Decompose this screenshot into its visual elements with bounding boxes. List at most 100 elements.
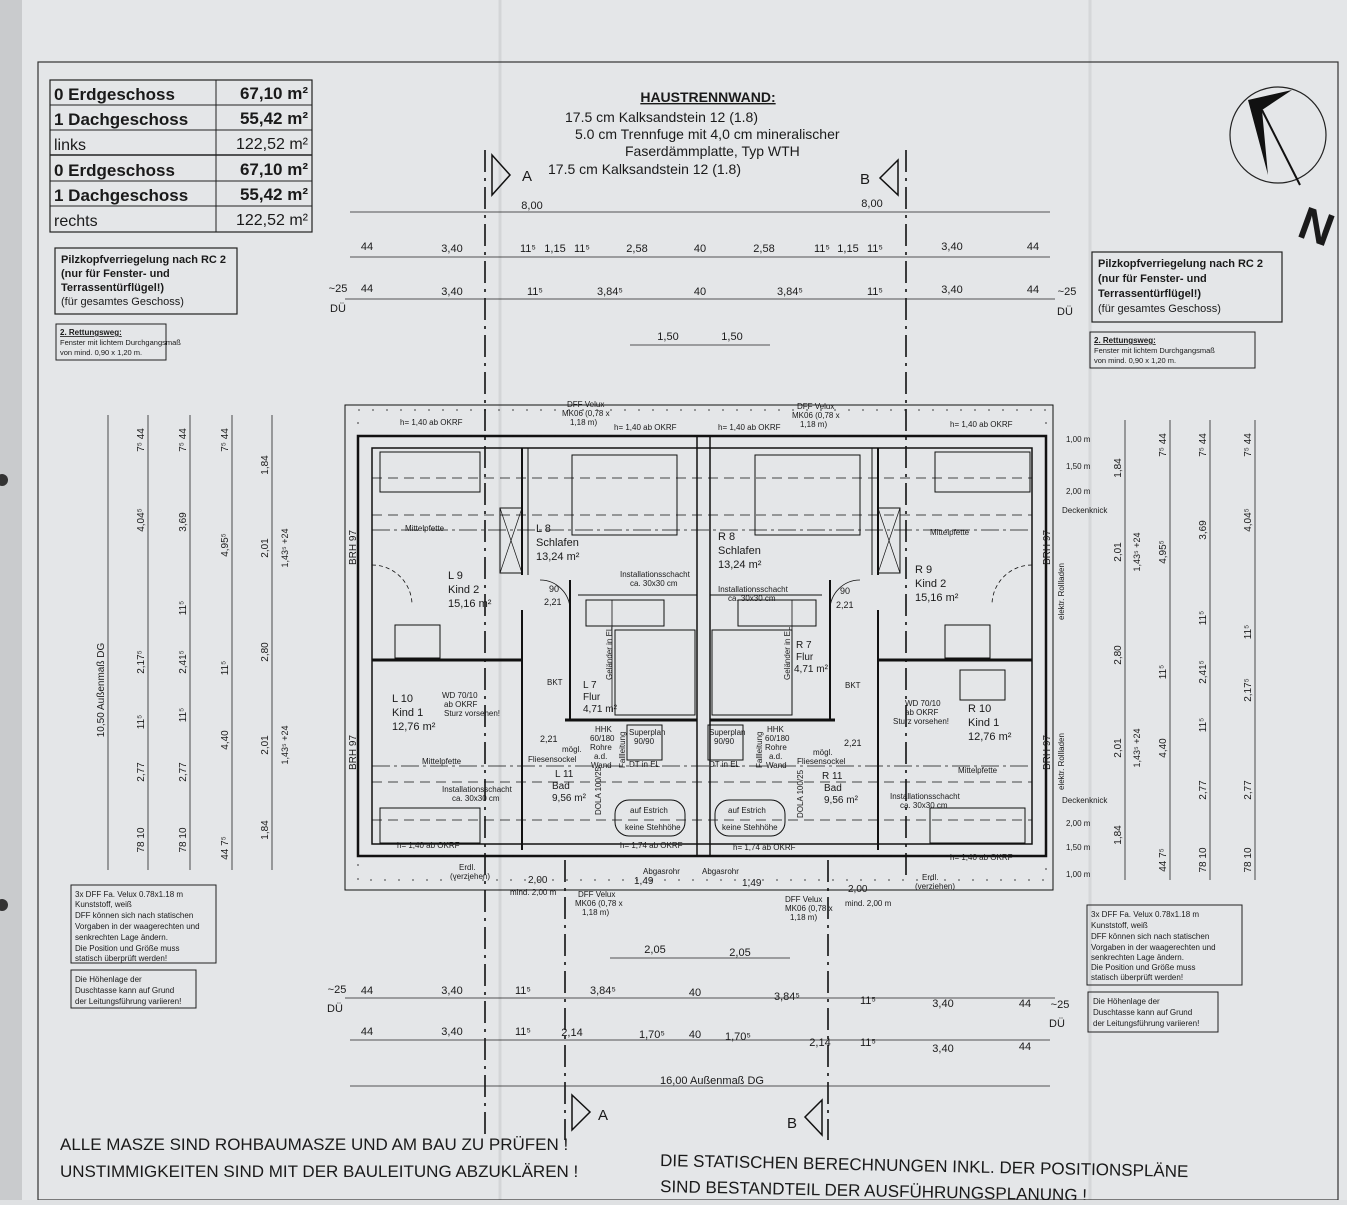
room-area: 9,56 m² [552,793,587,804]
dimension-label: 11⁵ [867,286,883,298]
dimensions-left: 10,50 Außenmaß DG 7⁵ 44 4,04⁵ 2,17⁵ 11⁵ … [96,415,290,870]
dimension-label: 4,95⁵ [220,533,231,557]
dimension-label: 3,69 [178,512,189,532]
note-line: (nur für Fenster- und [1098,273,1207,285]
dimension-label: 2,17⁵ [136,650,147,674]
height-label: 1,00 m [1066,870,1091,879]
dimension-label: 3,69 [1198,520,1209,540]
dimension-label: 2,17⁵ [1243,678,1254,702]
abgasrohr-label: Abgasrohr [702,867,739,876]
dimension-label: ~25 [1058,286,1077,298]
dimension-label: 44 [361,1026,373,1038]
dimension-label: 3,40 [932,1043,953,1055]
erdl-label: Erdl. [459,863,475,872]
note-line: 2. Rettungsweg: [60,328,122,337]
hhk-label: 60/180 [765,734,790,743]
dimension-label: 2,80 [260,642,271,662]
dimension-label: 8,00 [861,198,882,210]
footer-line: UNSTIMMIGKEITEN SIND MIT DER BAULEITUNG … [60,1162,578,1181]
dimension-label: 44 [361,985,373,997]
dimension-label: 3,84⁵ [597,286,623,298]
note-line: 3x DFF Fa. Velux 0.78x1.18 m [1091,910,1199,919]
dimension-label: 1,15 [544,243,565,255]
room-id: L 10 [392,693,413,705]
hhk-label: HHK [595,725,613,734]
rollladen-label: elektr. Rollladen [1057,563,1066,620]
dimension-label: 2,41⁵ [1198,660,1209,684]
room-id: R 9 [915,564,932,576]
area-value: 55,42 m² [240,109,308,128]
dimension-label: 78 10 [178,827,189,852]
room-id: L 11 [555,769,574,780]
dimension-label: 3,40 [441,243,462,255]
fliesen-label: Fliesensockel [797,757,846,766]
note-line: senkrechten Lage ändern. [75,933,168,942]
room-area: 12,76 m² [392,721,436,733]
estrich-label: auf Estrich [728,806,766,815]
dimension-label: 11⁵ [814,243,830,255]
room-area: 12,76 m² [968,731,1012,743]
dimension-label: 3,40 [441,985,462,997]
dimension-label: 3,40 [941,241,962,253]
room-area: 13,24 m² [536,551,580,563]
okrf-label: h= 1,74 ab OKRF [620,841,683,850]
fliesen-label: mögl. [813,748,833,757]
fliesen-label: mögl. [562,745,582,754]
wd-label: WD 70/10 [442,691,478,700]
gelaender-label: Geländer in EL [783,626,792,680]
dimension-label: 40 [694,286,706,298]
okrf-label: h= 1,40 ab OKRF [397,841,460,850]
note-line: Pilzkopfverriegelung nach RC 2 [61,254,226,266]
punch-hole [0,899,8,911]
rollladen-label: elektr. Rollladen [1057,733,1066,790]
haustrennwand-line: 5.0 cm Trennfuge mit 4,0 cm mineralische… [575,126,840,142]
dimension-label: 78 10 [1198,847,1209,872]
dimension-total: 10,50 Außenmaß DG [96,643,107,738]
note-pilzkopf-right: Pilzkopfverriegelung nach RC 2 (nur für … [1091,251,1283,323]
section-marker-a: A [522,168,532,185]
abgasrohr-label: Abgasrohr [643,867,680,876]
dimension-label: 1,50 [657,331,678,343]
hhk-label: Rohre [590,743,612,752]
area-label: rechts [54,213,98,230]
dimension-label: 11⁵ [1243,625,1254,640]
velux-label: 1,18 m) [800,420,827,429]
dimension-label: 7⁵ 44 [1198,433,1209,457]
note-velux-left: 3x DFF Fa. Velux 0.78x1.18 m Kunststoff,… [70,884,217,964]
dimension-label: 2,14 [809,1037,830,1049]
dimension-label: 11⁵ [178,601,189,616]
fallleitung-label: Fallleitung [755,732,764,768]
brh-label: BRH 97 [348,530,359,565]
velux-label: MK06 (0,78 x [562,409,610,418]
haustrennwand-line: Faserdämmplatte, Typ WTH [625,143,800,159]
note-line: (für gesamtes Geschoss) [1098,303,1221,315]
dimension-label: 2,77 [178,762,189,782]
footer-line: ALLE MASZE SIND ROHBAUMASZE UND AM BAU Z… [60,1135,568,1154]
room-name: Kind 2 [448,584,479,596]
room-name: Bad [552,781,570,792]
dimension-label: 2,77 [1198,780,1209,800]
dimension-label: 11⁵ [574,243,590,255]
dimension-label: DÜ [327,1003,343,1015]
note-line: Kunststoff, weiß [1091,921,1148,930]
velux-label: DFF Velux [797,402,834,411]
dimension-label: 44 7⁵ [220,836,231,860]
punch-hole [0,474,8,486]
dimension-label: 1,50 [721,331,742,343]
dimension-label: 11⁵ [520,243,536,255]
dimension-label: 2,21 [544,597,562,607]
note-line: Duschtasse kann auf Grund [75,986,174,995]
room-area: 13,24 m² [718,559,762,571]
dimension-label: 11⁵ [860,995,876,1007]
area-value: 67,10 m² [240,160,308,179]
dimension-label: 2,00 [848,884,868,895]
mittelpfette-label: Mittelpfette [930,528,970,537]
room-area: 4,71 m² [583,704,618,715]
hhk-label: Wand [591,761,612,770]
erdl-label: (verziehen) [450,872,490,881]
note-line: von mind. 0,90 x 1,20 m. [1094,356,1176,365]
estrich-label: auf Estrich [630,806,668,815]
okrf-label: h= 1,40 ab OKRF [718,423,781,432]
superplan-label: 90/90 [714,737,735,746]
